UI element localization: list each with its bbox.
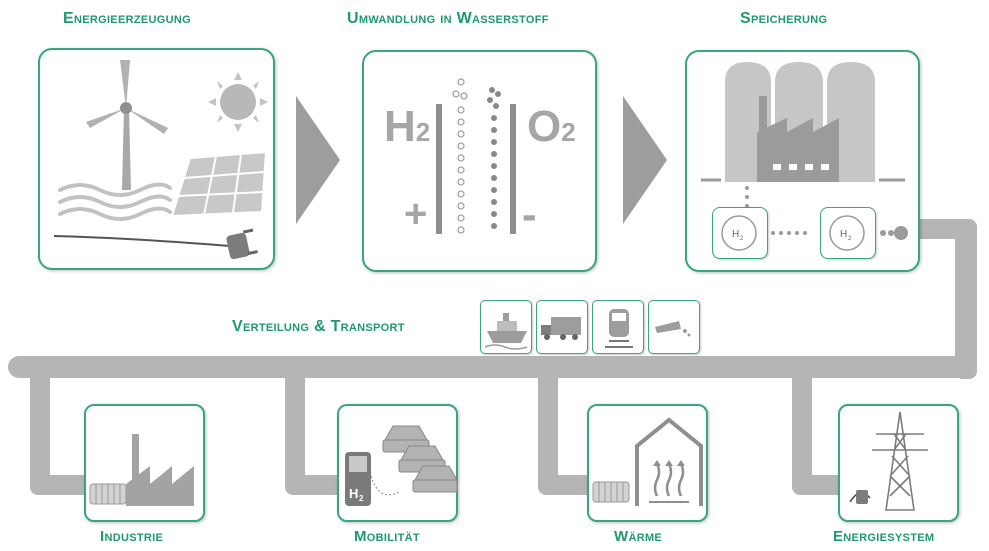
electrolysis-illustration bbox=[436, 78, 516, 234]
heat-box bbox=[587, 404, 708, 522]
plus-sign: + bbox=[404, 192, 428, 236]
h2-label: H2 bbox=[384, 102, 431, 151]
storage-illustration bbox=[701, 62, 908, 240]
svg-text:2: 2 bbox=[359, 494, 364, 503]
solar-panel-icon bbox=[170, 150, 268, 218]
oxygen-bubbles bbox=[487, 87, 501, 229]
svg-text:H: H bbox=[840, 229, 847, 240]
minus-sign: - bbox=[522, 190, 537, 239]
title-heat: Wärme bbox=[614, 528, 663, 545]
wind-turbine-icon bbox=[86, 60, 168, 190]
energy-generation-illustration bbox=[53, 60, 268, 260]
mobility-box: H 2 bbox=[337, 404, 458, 522]
pipeline-icon bbox=[655, 321, 691, 337]
cars-icon bbox=[382, 425, 458, 493]
title-hydrogen-conversion: Umwandlung in Wasserstoff bbox=[347, 10, 549, 27]
hydrogen-bubbles bbox=[452, 78, 468, 234]
hydro-waves-icon bbox=[58, 182, 172, 221]
power-plug-icon bbox=[53, 228, 258, 260]
title-distribution-transport: Verteilung & Transport bbox=[232, 318, 405, 335]
h2-tank-circle-icon: H 2 bbox=[829, 215, 865, 251]
h2-tank-right: H 2 bbox=[820, 207, 876, 259]
title-mobility: Mobilität bbox=[354, 528, 420, 545]
process-arrow-2 bbox=[623, 96, 667, 224]
title-energy-generation: Energieerzeugung bbox=[63, 10, 191, 27]
factory-icon bbox=[89, 434, 194, 506]
truck-icon bbox=[541, 317, 581, 340]
truck-transport-box bbox=[536, 300, 588, 354]
process-arrow-1 bbox=[296, 96, 340, 224]
train-transport-box bbox=[592, 300, 644, 354]
sun-icon bbox=[208, 72, 268, 132]
title-energy-system: Energiesystem bbox=[833, 528, 935, 545]
electrolysis-box: H2 O2 + - bbox=[362, 50, 597, 272]
power-pylon-icon bbox=[849, 411, 928, 511]
title-storage: Speicherung bbox=[740, 10, 828, 27]
hydrogen-fuel-pump-icon: H 2 bbox=[345, 452, 371, 506]
pipeline-transport-box bbox=[648, 300, 700, 354]
h2-tank-left: H 2 bbox=[712, 207, 768, 259]
h2-tank-circle-icon: H 2 bbox=[721, 215, 757, 251]
train-icon bbox=[605, 309, 633, 348]
svg-text:2: 2 bbox=[740, 236, 744, 242]
svg-text:2: 2 bbox=[848, 236, 852, 242]
heated-house-icon bbox=[592, 417, 703, 506]
svg-text:H: H bbox=[349, 486, 358, 501]
industry-box bbox=[84, 404, 205, 522]
factory-icon bbox=[757, 96, 839, 182]
anode-electrode bbox=[436, 104, 442, 234]
o2-label: O2 bbox=[527, 102, 576, 151]
cathode-electrode bbox=[510, 104, 516, 234]
ship-icon bbox=[484, 313, 528, 350]
svg-text:H: H bbox=[732, 229, 739, 240]
ship-transport-box bbox=[480, 300, 532, 354]
energy-generation-box bbox=[38, 48, 275, 270]
storage-box: H 2 H 2 bbox=[685, 50, 920, 272]
mobility-illustration: H 2 bbox=[345, 425, 458, 506]
title-industry: Industrie bbox=[100, 528, 164, 545]
energy-system-box bbox=[838, 404, 959, 522]
